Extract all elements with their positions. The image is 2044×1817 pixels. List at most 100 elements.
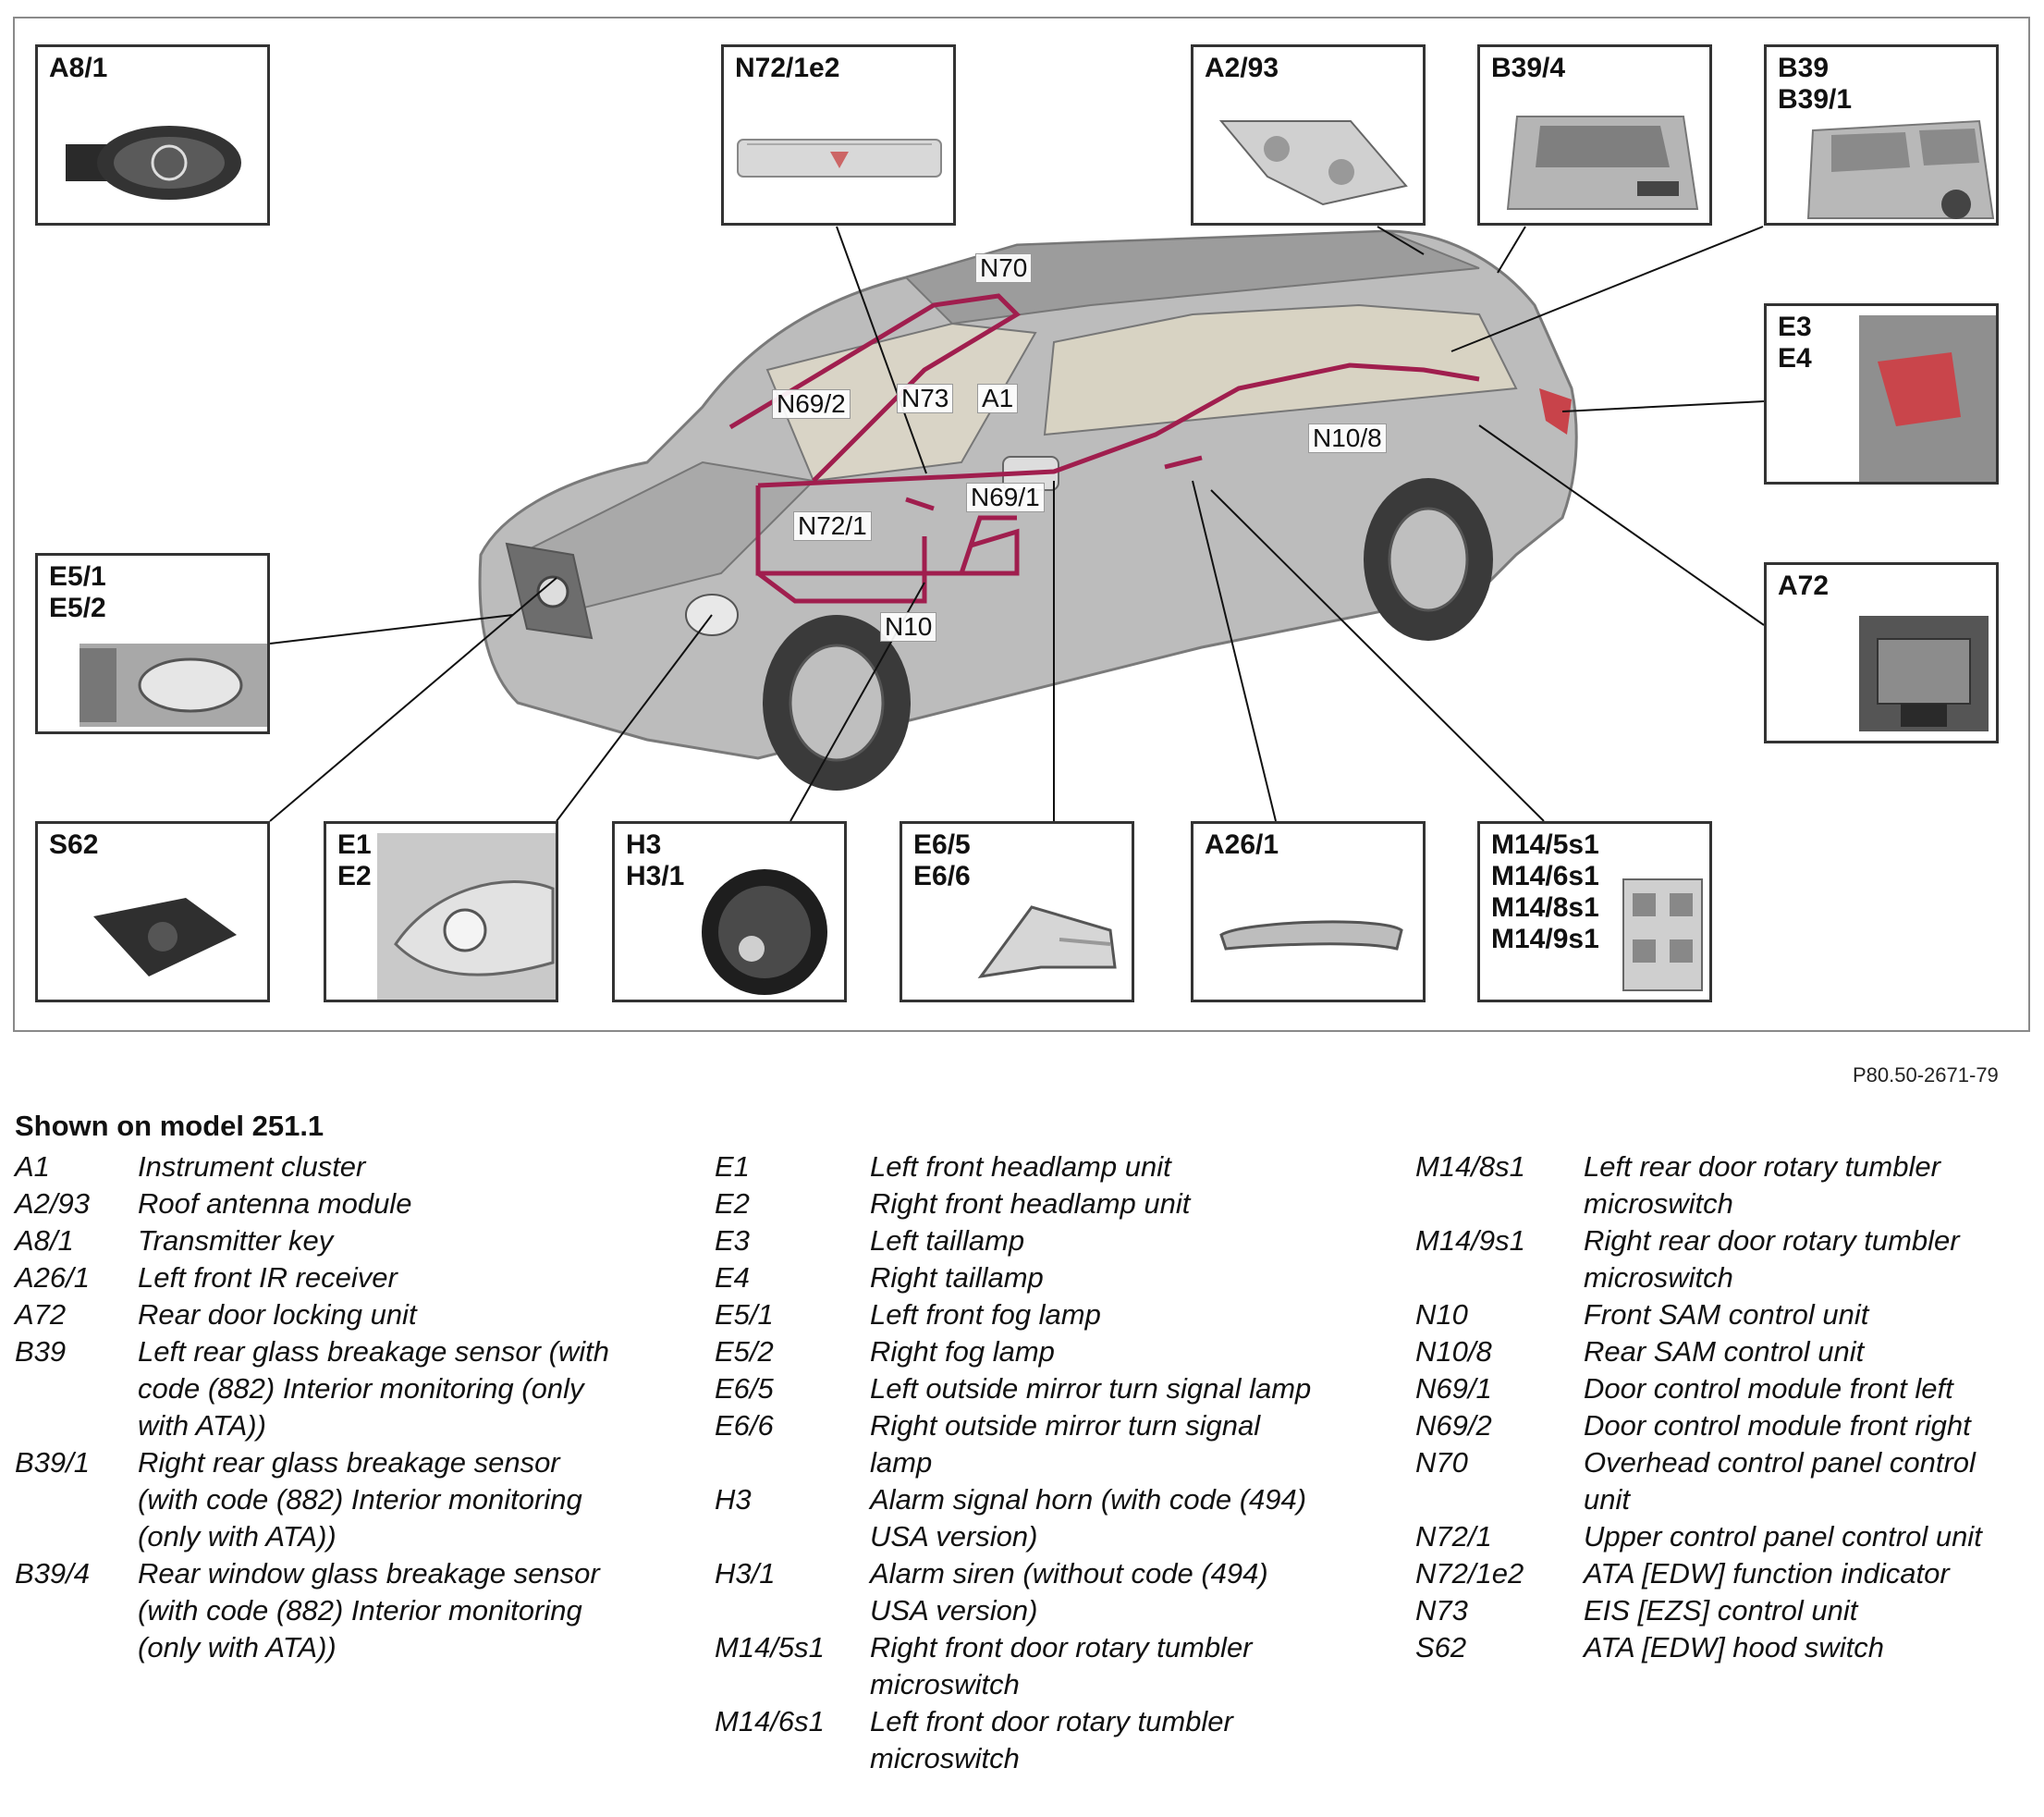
rear-door-locking-unit-icon [1859,616,1989,731]
legend-description: Alarm signal horn (with code (494) USA v… [870,1483,1307,1553]
legend-row: A72 Rear door locking unit [15,1296,606,1333]
legend-description: Rear SAM control unit [1584,1335,1865,1368]
legend-code: M14/9s1 [1415,1224,1525,1257]
legend-code: B39 [15,1335,67,1368]
legend-code: B39/4 [15,1557,91,1590]
box-label: E1 E2 [337,829,372,891]
legend-description: Roof antenna module [138,1187,412,1220]
legend-code: H3/1 [715,1557,776,1590]
legend-description: Left taillamp [870,1224,1025,1257]
ir-receiver-handle-icon [1219,920,1403,951]
box-label: A8/1 [49,53,108,83]
legend-code: E6/6 [715,1409,774,1442]
legend-description: Left front IR receiver [138,1261,398,1294]
legend-code: A26/1 [15,1261,91,1294]
rear-window-icon [1506,116,1699,210]
component-box-e1-e2: E1 E2 [324,821,558,1002]
legend-code: A8/1 [15,1224,74,1257]
legend-code: N10 [1415,1298,1468,1331]
legend-code: E5/1 [715,1298,774,1331]
rear-rim [1388,507,1469,612]
mercedes-star-icon [536,575,569,608]
legend-code: N69/2 [1415,1409,1492,1442]
legend-row: E6/6 Right outside mirror turn signal lam… [715,1407,1325,1481]
box-label: B39/4 [1491,53,1566,83]
mirror-turn-signal-icon [977,905,1117,979]
leader-a72 [1478,424,1765,626]
legend-code: A2/93 [15,1187,91,1220]
legend-code: A72 [15,1298,67,1331]
rear-taillamp [1539,388,1572,435]
component-box-a8-1: A8/1 [35,44,270,226]
legend-description: Left rear door rotary tumbler microswitc… [1584,1150,1940,1220]
legend-code: A1 [15,1150,50,1183]
legend-description: Right front door rotary tumbler microswi… [870,1631,1253,1700]
leader-a2-93 [1377,226,1425,255]
legend-row: A2/93 Roof antenna module [15,1185,606,1222]
legend-description: Right outside mirror turn signal lamp [870,1409,1261,1479]
leader-s62 [269,577,557,822]
legend-description: Right rear glass breakage sensor (with c… [138,1446,582,1553]
callout-a1: A1 [977,384,1019,413]
legend-description: Right front headlamp unit [870,1187,1191,1220]
front-rim [789,644,885,762]
legend-row: N10/8 Rear SAM control unit [1415,1333,2035,1370]
legend-code: N72/1e2 [1415,1557,1524,1590]
box-label: S62 [49,829,99,860]
leader-m14 [1210,489,1545,822]
leader-b39-4 [1497,226,1526,274]
legend-code: E2 [715,1187,750,1220]
legend-description: Transmitter key [138,1224,334,1257]
callout-n69-2: N69/2 [772,389,851,419]
legend-row: A1 Instrument cluster [15,1148,606,1185]
component-box-a2-93: A2/93 [1191,44,1426,226]
side-windows [1043,303,1518,436]
legend-code: M14/8s1 [1415,1150,1525,1183]
legend-description: Rear door locking unit [138,1298,417,1331]
legend-title: Shown on model 251.1 [15,1110,324,1142]
component-box-e3-e4: E3 E4 [1764,303,1999,485]
component-box-b39-4: B39/4 [1477,44,1712,226]
component-box-e6: E6/5 E6/6 [900,821,1134,1002]
legend-row: A26/1 Left front IR receiver [15,1259,606,1296]
callout-n70: N70 [975,253,1033,283]
box-label: A72 [1778,571,1830,601]
legend-description: Instrument cluster [138,1150,366,1183]
component-box-s62: S62 [35,821,270,1002]
legend-description: Left outside mirror turn signal lamp [870,1372,1312,1405]
legend-row: H3/1 Alarm siren (without code (494) USA … [715,1555,1325,1629]
legend-code: N69/1 [1415,1372,1492,1405]
box-label: A2/93 [1205,53,1279,83]
legend-description: Right rear door rotary tumbler microswit… [1584,1224,1960,1294]
legend-code: E6/5 [715,1372,774,1405]
legend-code: S62 [1415,1631,1467,1664]
legend-code: N10/8 [1415,1335,1492,1368]
callout-n69-1: N69/1 [966,483,1045,512]
rotary-tumbler-microswitch-icon [1622,878,1703,991]
legend-description: EIS [EZS] control unit [1584,1594,1858,1627]
box-label: M14/5s1 M14/6s1 M14/8s1 M14/9s1 [1491,829,1599,954]
component-box-n72-1e2: N72/1e2 [721,44,956,226]
leader-n72-1e2 [836,226,927,474]
headlamp-unit-icon [377,833,556,1000]
legend-description: Right fog lamp [870,1335,1055,1368]
box-label: H3 H3/1 [626,829,685,891]
leader-e3-e4 [1561,400,1765,412]
legend-description: Left front door rotary tumbler microswit… [870,1705,1233,1774]
legend-description: Alarm siren (without code (494) USA vers… [870,1557,1268,1627]
callout-n72-1: N72/1 [793,511,872,541]
figure-reference: P80.50-2671-79 [1853,1063,1999,1087]
